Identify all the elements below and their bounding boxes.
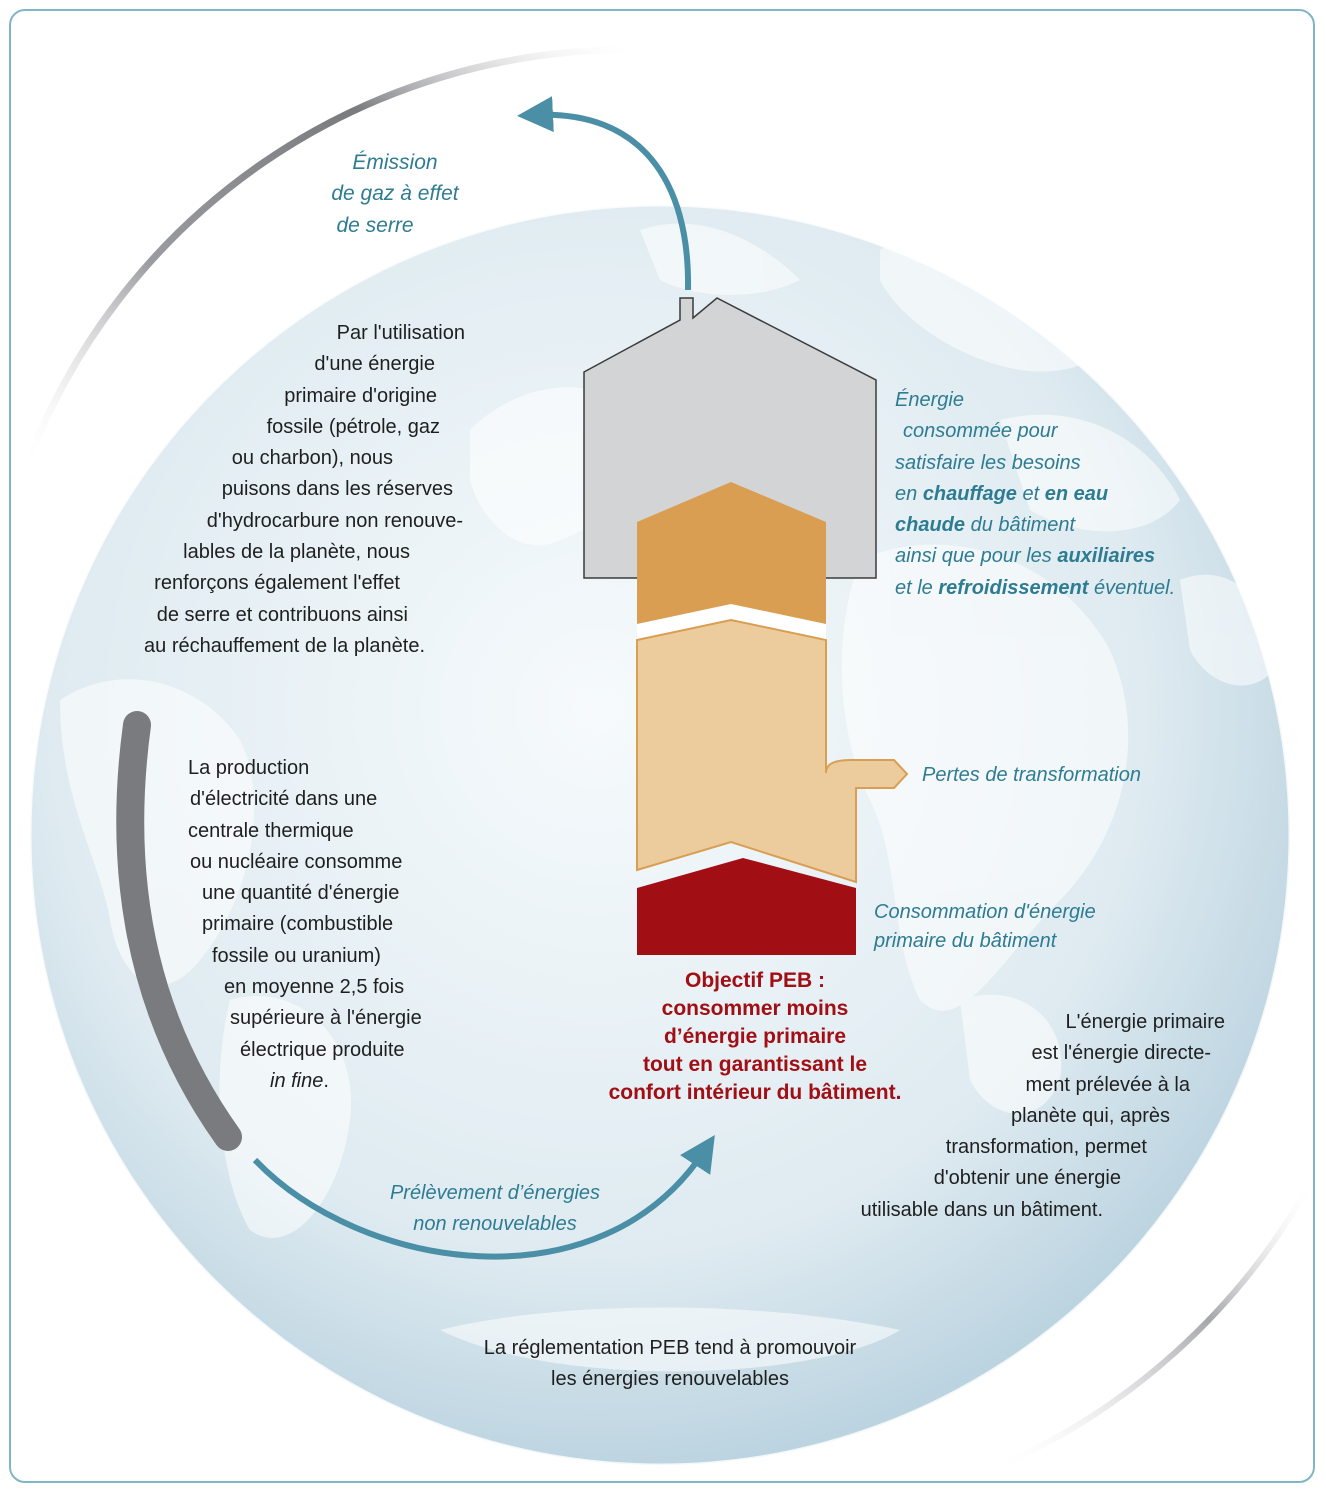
primary-energy-definition: L'énergie primaire est l'énergie directe… bbox=[780, 1007, 1225, 1226]
emission-label-line: de serre bbox=[336, 213, 414, 237]
objective-line: tout en garantissant le bbox=[642, 1053, 868, 1076]
fossil-text-line: ou charbon), nous bbox=[231, 447, 393, 470]
extraction-label: Prélèvement d’énergies non renouvelables bbox=[350, 1178, 640, 1241]
energy-consumed-line: Énergie bbox=[895, 389, 964, 411]
extraction-label-line: Prélèvement d’énergies bbox=[389, 1182, 601, 1204]
fossil-text-line: d'hydrocarbure non renouve- bbox=[206, 509, 463, 532]
fossil-text-line: renforçons également l'effet bbox=[154, 572, 400, 595]
chauffage-emphasis: chauffage bbox=[922, 482, 1017, 505]
regulation-line: La réglementation PEB tend à promouvoir bbox=[483, 1337, 857, 1359]
energy-consumed-line: ainsi que pour les auxiliaires bbox=[895, 541, 1315, 572]
electricity-text-line: fossile ou uranium) bbox=[212, 944, 381, 967]
energy-consumed-line: consommée pour bbox=[903, 420, 1058, 443]
emission-arrow bbox=[517, 96, 692, 291]
regulation-line: les énergies renouvelables bbox=[551, 1368, 789, 1391]
electricity-text-line: une quantité d'énergie bbox=[202, 882, 400, 905]
energy-consumed-label: Énergie consommée pour satisfaire les be… bbox=[895, 385, 1315, 604]
chaude-emphasis: chaude bbox=[895, 514, 966, 537]
text-fragment: éventuel. bbox=[1088, 576, 1176, 599]
fossil-text-line: d'une énergie bbox=[314, 353, 435, 376]
fossil-text-line: fossile (pétrole, gaz bbox=[266, 415, 440, 438]
definition-line: utilisable dans un bâtiment. bbox=[860, 1198, 1103, 1221]
energy-consumed-line: chaude du bâtiment bbox=[895, 510, 1315, 541]
text-fragment: en bbox=[895, 482, 923, 505]
electricity-text-line: supérieure à l'énergie bbox=[230, 1007, 422, 1030]
extraction-label-line: non renouvelables bbox=[413, 1213, 577, 1236]
peb-regulation-text: La réglementation PEB tend à promouvoir … bbox=[400, 1333, 940, 1396]
definition-line: L'énergie primaire bbox=[1065, 1011, 1225, 1033]
electricity-text-line: centrale thermique bbox=[188, 819, 354, 842]
outer-arc-top-left bbox=[21, 46, 636, 472]
energy-consumed-line: en chauffage et en eau bbox=[895, 479, 1315, 510]
definition-line: ment prélevée à la bbox=[1025, 1073, 1190, 1096]
electricity-text-line: in fine. bbox=[270, 1066, 480, 1097]
emission-label-line: Émission bbox=[352, 151, 438, 174]
eau-emphasis: en eau bbox=[1044, 482, 1109, 505]
fossil-text-line: primaire d'origine bbox=[284, 384, 437, 407]
fossil-text-line: au réchauffement de la planète. bbox=[144, 634, 425, 657]
globe-continents bbox=[60, 223, 1280, 1372]
text-fragment: et le bbox=[895, 576, 939, 599]
extraction-arrow bbox=[252, 1134, 715, 1260]
primary-consumption-label: Consommation d'énergie primaire du bâtim… bbox=[874, 898, 1096, 956]
energy-consumed-line: et le refroidissement éventuel. bbox=[895, 573, 1315, 604]
text-fragment: . bbox=[323, 1069, 329, 1092]
energy-consumed-line: satisfaire les besoins bbox=[895, 451, 1081, 474]
losses-label-text: Pertes de transformation bbox=[922, 764, 1141, 786]
definition-line: est l'énergie directe- bbox=[1031, 1042, 1211, 1065]
text-fragment: et bbox=[1016, 482, 1045, 505]
objective-line: Objectif PEB : bbox=[684, 969, 826, 992]
auxiliaires-emphasis: auxiliaires bbox=[1057, 545, 1156, 568]
electricity-text-line: d'électricité dans une bbox=[190, 788, 378, 811]
fossil-text-line: de serre et contribuons ainsi bbox=[156, 603, 408, 626]
definition-line: d'obtenir une énergie bbox=[933, 1167, 1121, 1190]
electricity-text-line: en moyenne 2,5 fois bbox=[224, 976, 405, 999]
fossil-text-line: puisons dans les réserves bbox=[221, 478, 453, 501]
emission-label: Émission de gaz à effet de serre bbox=[300, 147, 490, 241]
outer-arc-bottom-right bbox=[988, 1178, 1315, 1473]
electricity-text-line: ou nucléaire consomme bbox=[190, 850, 403, 873]
definition-line: transformation, permet bbox=[945, 1136, 1147, 1159]
transformation-losses-block bbox=[636, 618, 909, 884]
fossil-text-line: lables de la planète, nous bbox=[183, 541, 410, 564]
useful-energy-block bbox=[637, 482, 826, 603]
fossil-energy-text: Par l'utilisation d'une énergie primaire… bbox=[60, 318, 465, 662]
definition-line: planète qui, après bbox=[1010, 1104, 1170, 1127]
objective-line: confort intérieur du bâtiment. bbox=[608, 1081, 902, 1104]
text-fragment: du bâtiment bbox=[965, 514, 1076, 537]
peb-objective: Objectif PEB : consommer moins d’énergie… bbox=[550, 967, 960, 1107]
emission-label-line: de gaz à effet bbox=[331, 182, 459, 206]
objective-line: consommer moins bbox=[661, 997, 849, 1020]
globe-rim bbox=[28, 203, 1292, 1467]
electricity-text-line: primaire (combustible bbox=[202, 913, 394, 936]
transformation-losses-label: Pertes de transformation bbox=[922, 760, 1141, 791]
refroidissement-emphasis: refroidissement bbox=[938, 576, 1089, 599]
electricity-pipe bbox=[116, 711, 242, 1151]
fossil-text-line: Par l'utilisation bbox=[336, 322, 465, 344]
diagram-frame bbox=[9, 9, 1315, 1483]
primary-label-line: Consommation d'énergie bbox=[874, 901, 1096, 923]
primary-energy-block bbox=[637, 858, 856, 955]
useful-energy-notch bbox=[637, 604, 826, 640]
in-fine-emphasis: in fine bbox=[270, 1069, 324, 1092]
electricity-text-line: électrique produite bbox=[240, 1038, 405, 1061]
objective-line: d’énergie primaire bbox=[663, 1025, 847, 1048]
electricity-text-line: La production bbox=[188, 757, 310, 779]
text-fragment: ainsi que pour les bbox=[895, 545, 1058, 568]
primary-label-line: primaire du bâtiment bbox=[874, 930, 1057, 952]
electricity-production-text: La production d'électricité dans une cen… bbox=[180, 753, 480, 1097]
